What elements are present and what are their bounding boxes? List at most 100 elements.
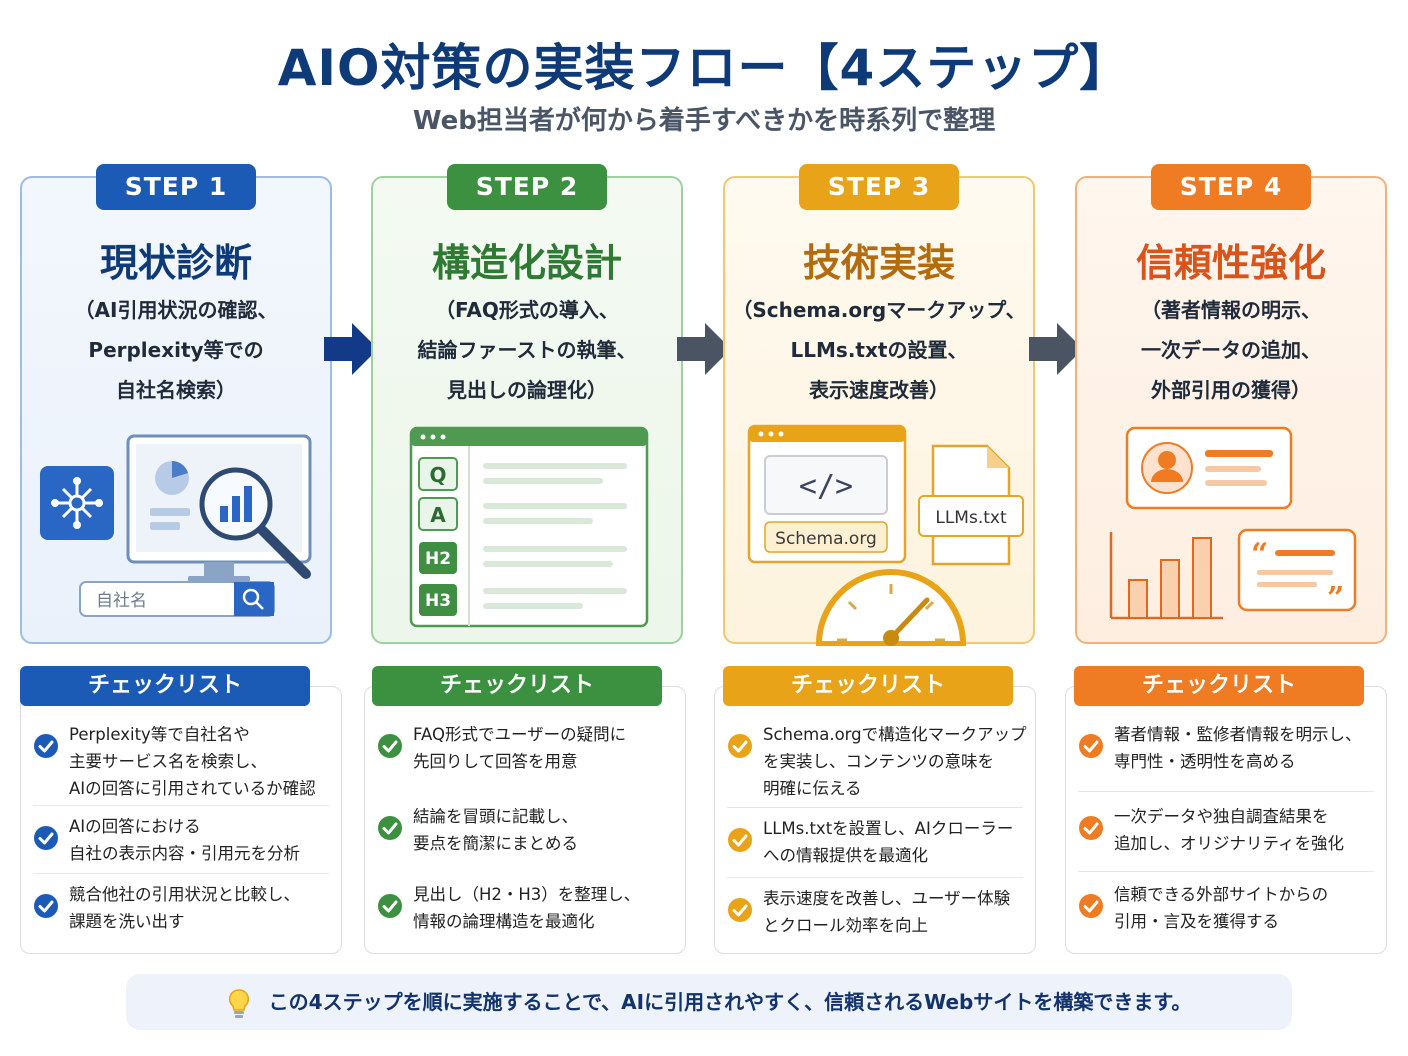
- step-1-desc-line: 自社名検索）: [116, 378, 236, 402]
- lightbulb-icon: [228, 988, 249, 1018]
- checklist-text: 競合他社の引用状況と比較し、 課題を洗い出す: [69, 885, 300, 931]
- schema-label: Schema.org: [775, 529, 877, 549]
- step-1-desc-line: （AI引用状況の確認、: [74, 298, 278, 322]
- quote-icon: “ ”: [1237, 528, 1357, 616]
- step-4-checklist-title: チェックリスト: [1074, 666, 1364, 706]
- step-2-description: （FAQ形式の導入、 結論ファーストの執筆、 見出しの論理化）: [373, 290, 681, 410]
- checklist-item: 表示速度を改善し、ユーザー体験 とクロール効率を向上: [715, 885, 1035, 939]
- magnifier-icon: [199, 467, 311, 579]
- step-1-checklist: Perplexity等で自社名や 主要サービス名を検索し、 AIの回答に引用され…: [20, 686, 342, 954]
- step-4-title: 信頼性強化: [1135, 241, 1326, 285]
- checklist-item: Schema.orgで構造化マークアップ を実装し、コンテンツの意味を 明確に伝…: [715, 721, 1035, 802]
- svg-text:”: ”: [1327, 581, 1344, 616]
- checklist-text: 信頼できる外部サイトからの 引用・言及を獲得する: [1114, 885, 1329, 931]
- step-3-desc-line: LLMs.txtの設置、: [790, 338, 968, 362]
- step-2-card: STEP 2 構造化設計 （FAQ形式の導入、 結論ファーストの執筆、 見出しの…: [371, 164, 683, 644]
- check-circle-icon: [378, 894, 402, 918]
- divider: [727, 877, 1023, 878]
- divider: [1078, 871, 1374, 872]
- step-4-desc-line: 一次データの追加、: [1141, 338, 1321, 362]
- step-3-desc-line: 表示速度改善）: [809, 378, 949, 402]
- step-1-description: （AI引用状況の確認、 Perplexity等での 自社名検索）: [22, 290, 330, 410]
- checklist-item: 競合他社の引用状況と比較し、 課題を洗い出す: [21, 881, 341, 935]
- divider: [33, 873, 329, 874]
- checklist-item: 結論を冒頭に記載し、 要点を簡潔にまとめる: [365, 803, 685, 857]
- divider: [1078, 791, 1374, 792]
- step-2-checklist-title: チェックリスト: [372, 666, 662, 706]
- code-window-icon: </> Schema.org: [747, 424, 907, 564]
- step-2-badge: STEP 2: [447, 164, 607, 210]
- svg-text:“: “: [1251, 537, 1268, 572]
- document-window-icon: [409, 426, 649, 628]
- llms-file-icon: LLMs.txt: [918, 444, 1024, 566]
- step-3-card: STEP 3 技術実装 （Schema.orgマークアップ、 LLMs.txtの…: [723, 164, 1035, 646]
- speed-gauge-icon: [815, 569, 967, 646]
- check-circle-icon: [34, 734, 58, 758]
- step-3-checklist-title: チェックリスト: [723, 666, 1013, 706]
- checklist-text: LLMs.txtを設置し、AIクローラー への情報提供を最適化: [763, 819, 1014, 865]
- checklist-item: Perplexity等で自社名や 主要サービス名を検索し、 AIの回答に引用され…: [21, 721, 341, 802]
- network-icon: [40, 466, 114, 540]
- check-circle-icon: [1079, 734, 1103, 758]
- step-3-checklist: Schema.orgで構造化マークアップ を実装し、コンテンツの意味を 明確に伝…: [714, 686, 1036, 954]
- checklist-item: 一次データや独自調査結果を 追加し、オリジナリティを強化: [1066, 803, 1386, 857]
- footer-text: この4ステップを順に実施することで、AIに引用されやすく、信頼されるWebサイト…: [268, 990, 1192, 1014]
- step-2-checklist: FAQ形式でユーザーの疑問に 先回りして回答を用意 結論を冒頭に記載し、 要点を…: [364, 686, 686, 954]
- check-circle-icon: [34, 894, 58, 918]
- step-2-desc-line: 結論ファーストの執筆、: [417, 338, 637, 362]
- check-circle-icon: [1079, 816, 1103, 840]
- page-subtitle: Web担当者が何から着手すべきかを時系列で整理: [412, 106, 996, 136]
- checklist-item: AIの回答における 自社の表示内容・引用元を分析: [21, 813, 341, 867]
- page-title: AIO対策の実装フロー【4ステップ】: [277, 39, 1131, 97]
- step-1-card: STEP 1 現状診断 （AI引用状況の確認、 Perplexity等での 自社…: [20, 164, 332, 644]
- step-3-desc-line: （Schema.orgマークアップ、: [732, 298, 1026, 322]
- step-2-desc-line: （FAQ形式の導入、: [435, 298, 619, 322]
- checklist-text: 表示速度を改善し、ユーザー体験 とクロール効率を向上: [763, 889, 1011, 935]
- checklist-item: 見出し（H2・H3）を整理し、 情報の論理構造を最適化: [365, 881, 685, 935]
- arrow-right-icon: [1029, 323, 1083, 375]
- check-circle-icon: [1079, 894, 1103, 918]
- checklist-item: 著者情報・監修者情報を明示し、 専門性・透明性を高める: [1066, 721, 1386, 775]
- step-4-desc-line: 外部引用の獲得）: [1151, 378, 1311, 402]
- search-placeholder: 自社名: [96, 591, 147, 611]
- checklist-item: FAQ形式でユーザーの疑問に 先回りして回答を用意: [365, 721, 685, 775]
- step-4-badge: STEP 4: [1151, 164, 1311, 210]
- check-circle-icon: [728, 828, 752, 852]
- arrow-right-icon: [677, 323, 731, 375]
- heading-tag-h3: H3: [419, 584, 457, 616]
- check-circle-icon: [378, 734, 402, 758]
- step-4-card: STEP 4 信頼性強化 （著者情報の明示、 一次データの追加、 外部引用の獲得…: [1075, 164, 1387, 644]
- divider: [33, 805, 329, 806]
- checklist-item: LLMs.txtを設置し、AIクローラー への情報提供を最適化: [715, 815, 1035, 869]
- step-4-illustration: “ ”: [1109, 426, 1357, 620]
- divider: [727, 807, 1023, 808]
- step-2-illustration: Q A H2 H3: [409, 426, 649, 628]
- bar-chart-icon: [1109, 532, 1223, 620]
- svg-text:H3: H3: [425, 591, 451, 611]
- footer-banner: この4ステップを順に実施することで、AIに引用されやすく、信頼されるWebサイト…: [126, 974, 1292, 1030]
- checklist-text: 結論を冒頭に記載し、 要点を簡潔にまとめる: [413, 807, 578, 853]
- faq-tag-q: Q: [418, 457, 458, 491]
- svg-text:A: A: [430, 503, 446, 527]
- llms-file-label: LLMs.txt: [935, 508, 1007, 528]
- faq-tag-a: A: [418, 497, 458, 531]
- step-4-description: （著者情報の明示、 一次データの追加、 外部引用の獲得）: [1077, 290, 1385, 410]
- checklist-text: FAQ形式でユーザーの疑問に 先回りして回答を用意: [413, 725, 627, 771]
- svg-text:Q: Q: [429, 463, 446, 487]
- step-2-title: 構造化設計: [431, 241, 622, 285]
- step-3-title: 技術実装: [802, 241, 955, 285]
- checklist-item: 信頼できる外部サイトからの 引用・言及を獲得する: [1066, 881, 1386, 935]
- step-1-title: 現状診断: [99, 241, 252, 285]
- step-1-checklist-title: チェックリスト: [20, 666, 310, 706]
- code-symbol: </>: [799, 469, 853, 504]
- step-3-illustration: </> Schema.org LLMs.txt: [747, 424, 1024, 646]
- step-3-badge: STEP 3: [799, 164, 959, 210]
- check-circle-icon: [34, 826, 58, 850]
- checklist-text: Schema.orgで構造化マークアップ を実装し、コンテンツの意味を 明確に伝…: [763, 725, 1027, 798]
- checklist-text: 一次データや独自調査結果を 追加し、オリジナリティを強化: [1114, 807, 1345, 853]
- checklist-text: AIの回答における 自社の表示内容・引用元を分析: [69, 817, 300, 863]
- step-4-checklist: 著者情報・監修者情報を明示し、 専門性・透明性を高める 一次データや独自調査結果…: [1065, 686, 1387, 954]
- step-1-badge: STEP 1: [96, 164, 256, 210]
- check-circle-icon: [728, 734, 752, 758]
- search-bar: 自社名: [79, 581, 275, 617]
